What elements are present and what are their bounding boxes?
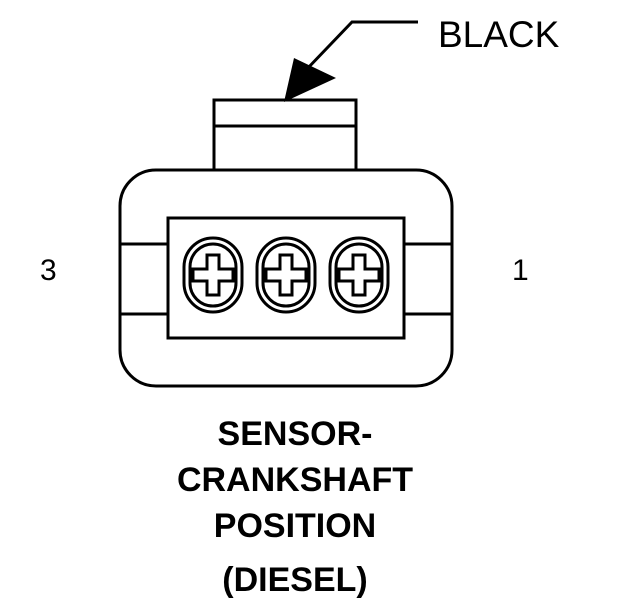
pin-cavity-inner [188, 242, 238, 308]
pin-cavity [182, 236, 244, 314]
pin-cavity [255, 236, 317, 314]
callout-arrowhead [284, 58, 336, 102]
pin-terminal-cross [337, 253, 381, 297]
pin-cavity-inner [261, 242, 311, 308]
connector-body [118, 168, 454, 388]
pin-terminal-cross [264, 253, 308, 297]
pin-number-left: 3 [40, 254, 57, 287]
pin-cavity-inner [334, 242, 384, 308]
pin-number-right: 1 [512, 254, 529, 287]
title-line-2: CRANKSHAFT [176, 461, 414, 499]
callout-leader-line [304, 20, 418, 72]
wire-color-label: BLACK [438, 14, 560, 55]
terminal-housing [166, 216, 406, 340]
pin-terminal-cross [191, 253, 235, 297]
connector-lock-tab [212, 98, 358, 172]
title-line-3: POSITION [213, 507, 377, 545]
title-line-4: (DIESEL) [222, 561, 368, 599]
pin-cavity [328, 236, 390, 314]
title-line-1: SENSOR- [217, 415, 373, 453]
